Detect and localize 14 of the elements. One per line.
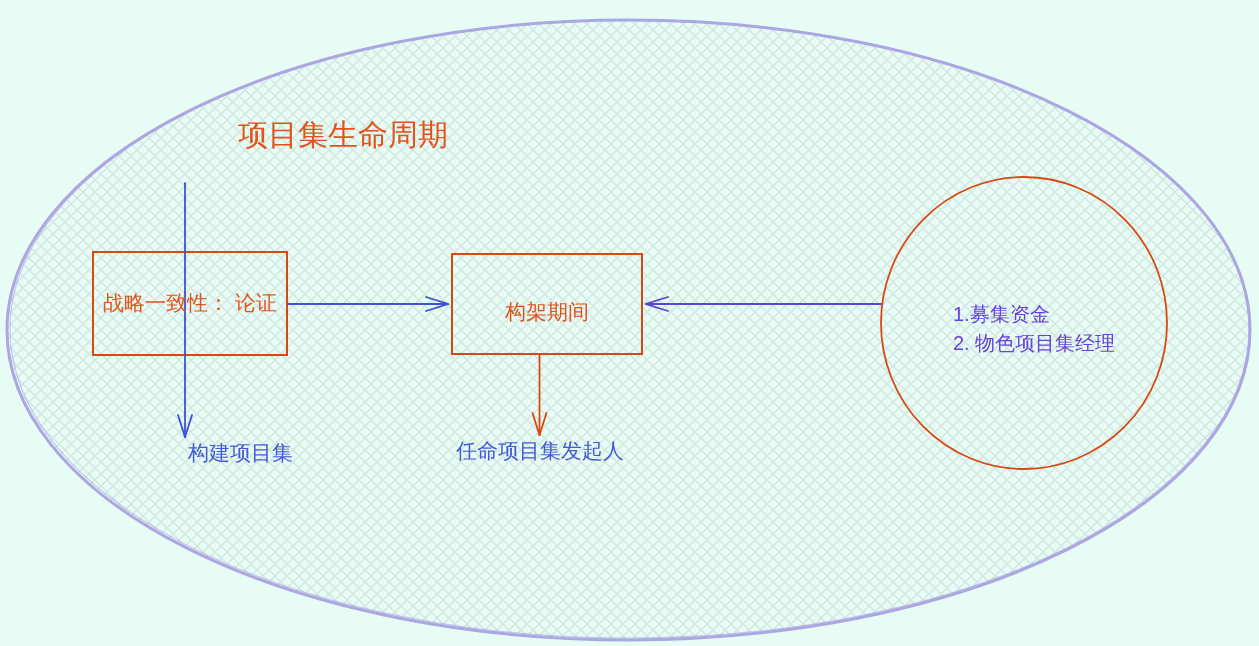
arrow [531,354,548,436]
outcome-text: 构建项目集 [183,440,293,467]
process-box [92,251,288,356]
outcome-text: 任命项目集发起人 [455,438,624,465]
arrow [645,296,883,312]
process-box [451,253,643,355]
list-item-text: 2. 物色项目集经理 [953,330,1116,356]
circle-node [880,176,1168,470]
step-text: 构架期间 [505,298,589,325]
ellipse-region [5,18,1252,642]
list-item-text: 1.募集资金 [953,301,1050,327]
arrow [287,296,449,312]
region-title: 项目集生命周期 [238,117,448,153]
arrow [177,182,193,438]
